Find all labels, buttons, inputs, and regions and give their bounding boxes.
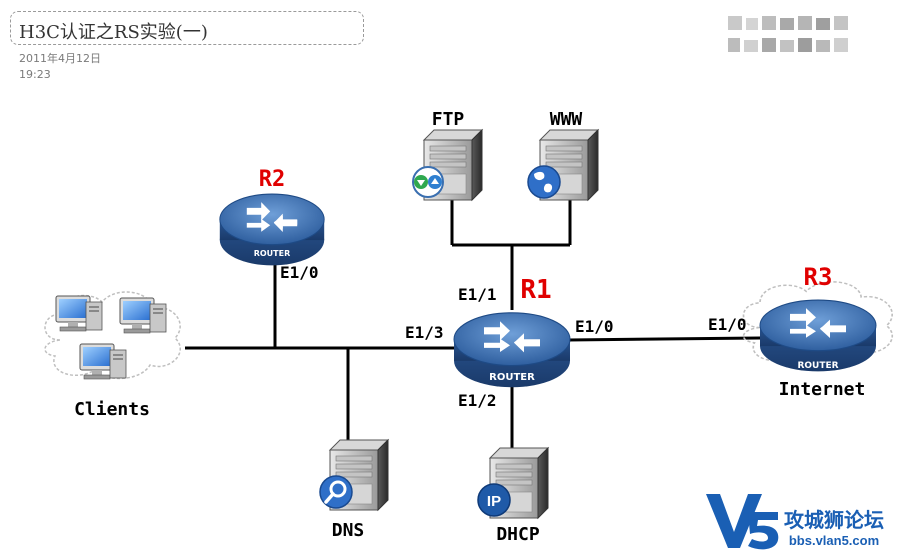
router-r2-label: R2 xyxy=(259,167,286,192)
iface-r1-e10: E1/0 xyxy=(575,317,614,336)
link-r1-r3 xyxy=(567,336,761,342)
router-badge: ROUTER xyxy=(797,361,838,371)
watermark-logo: 攻城狮论坛 bbs.vlan5.com xyxy=(706,494,884,550)
router-badge: ROUTER xyxy=(254,249,291,258)
blurred-image xyxy=(728,16,860,62)
pc-icon xyxy=(55,295,103,332)
watermark-url: bbs.vlan5.com xyxy=(789,533,879,548)
iface-r1-e11: E1/1 xyxy=(458,285,497,304)
post-time: 19:23 xyxy=(19,68,51,81)
clients-label: Clients xyxy=(74,399,150,420)
ftp-label: FTP xyxy=(432,109,465,130)
ftp-server-icon xyxy=(412,129,483,201)
dns-label: DNS xyxy=(332,520,365,541)
iface-r3-e10: E1/0 xyxy=(708,315,747,334)
post-date: 2011年4月12日 xyxy=(19,52,101,65)
router-badge: ROUTER xyxy=(489,372,535,383)
page-title: H3C认证之RS实验(一) xyxy=(19,22,208,43)
www-server-icon xyxy=(527,129,599,201)
router-r1-label: R1 xyxy=(520,275,551,305)
pc-icon xyxy=(119,297,167,334)
links xyxy=(185,200,761,448)
watermark-brand: 攻城狮论坛 xyxy=(784,508,884,532)
router-r3-label: R3 xyxy=(804,263,833,291)
iface-r1-e13: E1/3 xyxy=(405,323,444,342)
svg-text:IP: IP xyxy=(487,493,501,510)
iface-r1-e12: E1/2 xyxy=(458,391,497,410)
dns-server-icon xyxy=(319,439,389,511)
internet-label: Internet xyxy=(779,379,866,400)
title-box: H3C认证之RS实验(一) xyxy=(10,11,364,45)
iface-r2-e10: E1/0 xyxy=(280,263,319,282)
dhcp-label: DHCP xyxy=(496,524,540,545)
dhcp-server-icon: IP xyxy=(477,447,549,519)
www-label: WWW xyxy=(550,109,583,130)
